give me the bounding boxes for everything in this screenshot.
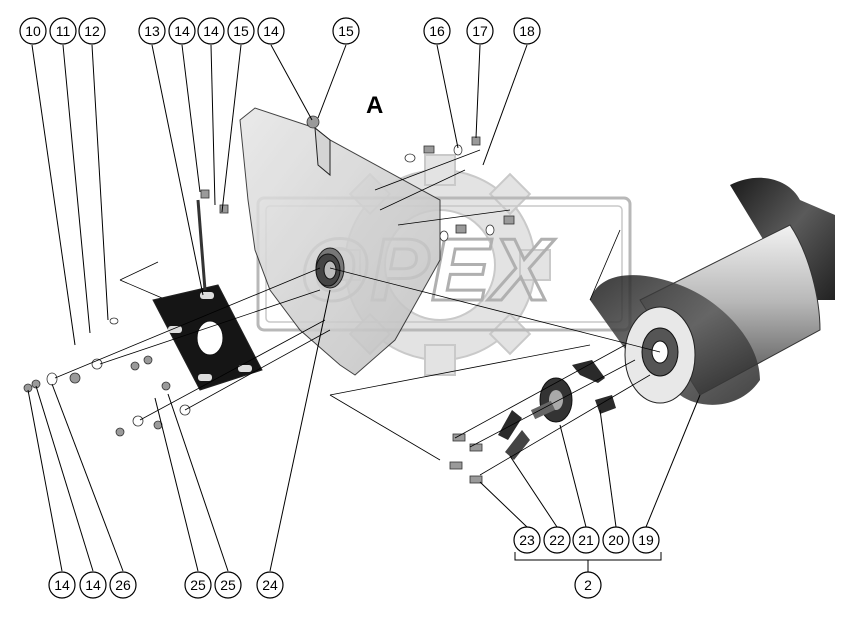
svg-text:10: 10 [25,23,41,39]
svg-text:14: 14 [174,23,190,39]
svg-text:14: 14 [54,577,70,593]
callouts: 10 11 12 13 14 14 15 14 15 16 17 [19,17,660,599]
callout-25: 25 [214,571,242,599]
callout-14: 14 [168,17,196,45]
svg-text:17: 17 [472,23,488,39]
svg-text:2: 2 [584,577,592,593]
callout-23: 23 [513,526,541,554]
svg-text:14: 14 [85,577,101,593]
svg-text:16: 16 [429,23,445,39]
callout-15: 15 [227,17,255,45]
svg-text:25: 25 [220,577,236,593]
svg-text:13: 13 [144,23,160,39]
callout-24: 24 [256,571,284,599]
svg-text:15: 15 [338,23,354,39]
assembly-lines [54,149,661,476]
callout-26: 26 [109,571,137,599]
svg-text:20: 20 [608,532,624,548]
callout-13: 13 [138,17,166,45]
mounting-plate [152,199,263,391]
callout-18: 18 [513,17,541,45]
svg-text:21: 21 [578,532,594,548]
bearing [315,253,341,287]
auger-assembly [590,177,835,405]
svg-text:24: 24 [262,577,278,593]
callout-21: 21 [572,526,600,554]
svg-text:19: 19 [638,532,654,548]
view-label: A [366,92,383,119]
callout-2: 2 [574,571,602,599]
callout-15: 15 [332,17,360,45]
chain-links [572,360,616,414]
fasteners [23,115,515,484]
svg-text:12: 12 [84,23,100,39]
svg-text:14: 14 [203,23,219,39]
callout-14: 14 [79,571,107,599]
callout-20: 20 [602,526,630,554]
callout-16: 16 [423,17,451,45]
leader-lines [27,44,701,572]
callout-10: 10 [19,17,47,45]
svg-text:11: 11 [56,23,71,39]
callout-14: 14 [48,571,76,599]
hub-flange [530,377,573,423]
link-plates [498,410,530,460]
watermark-frame [256,196,632,332]
callout-11: 11 [49,17,77,45]
callout-17: 17 [466,17,494,45]
svg-text:18: 18 [519,23,535,39]
callout-25: 25 [184,571,212,599]
svg-text:25: 25 [190,577,206,593]
svg-text:15: 15 [233,23,249,39]
svg-text:23: 23 [519,532,535,548]
callout-14: 14 [197,17,225,45]
callout-19: 19 [632,526,660,554]
svg-text:26: 26 [115,577,131,593]
callout-14: 14 [257,17,285,45]
svg-text:14: 14 [263,23,279,39]
callout-22: 22 [543,526,571,554]
svg-text:22: 22 [549,532,565,548]
callout-12: 12 [78,17,106,45]
